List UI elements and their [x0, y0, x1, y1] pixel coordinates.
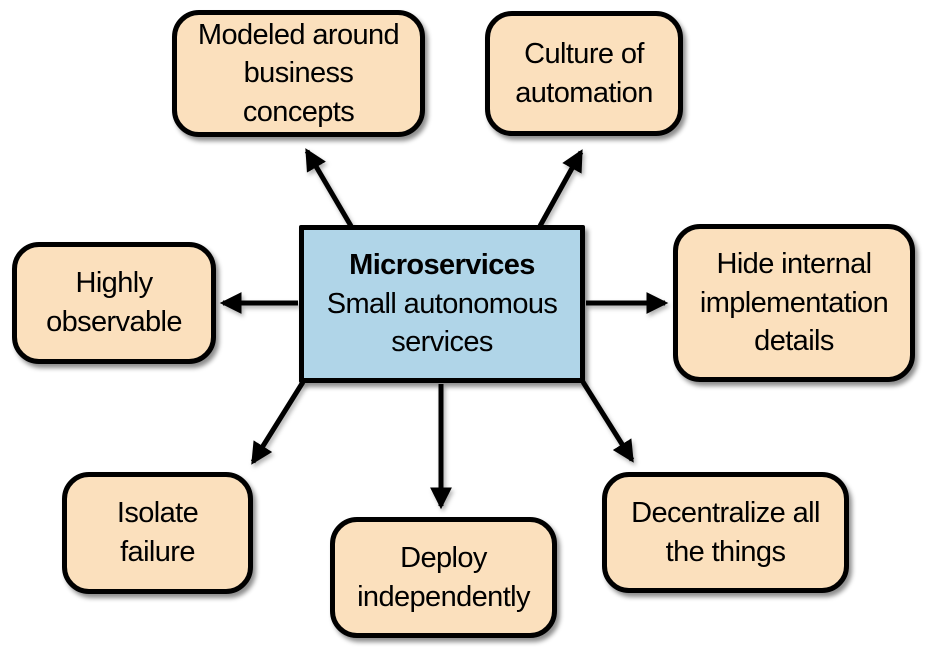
node-isolate-failure: Isolate failure — [62, 472, 253, 594]
node-label: Hide internal implementation details — [699, 248, 889, 358]
arrow-center-to-modeled — [304, 148, 354, 228]
node-decentralize-all-the-things: Decentralize all the things — [602, 472, 849, 593]
node-label: Isolate failure — [116, 497, 199, 568]
node-hide-internal-implementation-details: Hide internal implementation details — [673, 224, 915, 382]
node-label: Highly observable — [46, 267, 182, 338]
node-label: Decentralize all the things — [631, 496, 820, 568]
node-culture-of-automation: Culture of automation — [485, 11, 683, 136]
node-deploy-independently: Deploy independently — [330, 517, 557, 638]
node-highly-observable: Highly observable — [12, 242, 216, 364]
node-label: Culture of automation — [515, 37, 653, 109]
node-modeled-around-business-concepts: Modeled around business concepts — [172, 10, 425, 137]
arrow-center-to-isolate — [250, 380, 306, 465]
node-label: Modeled around business concepts — [197, 18, 400, 128]
arrow-center-to-culture — [537, 149, 584, 228]
center-subtitle: Small autonomous services — [326, 287, 558, 359]
node-label: Deploy independently — [357, 541, 530, 613]
center-title: Microservices — [349, 249, 535, 282]
arrow-center-to-decentralize — [580, 380, 635, 463]
node-microservices-center: Microservices Small autonomous services — [299, 225, 585, 383]
